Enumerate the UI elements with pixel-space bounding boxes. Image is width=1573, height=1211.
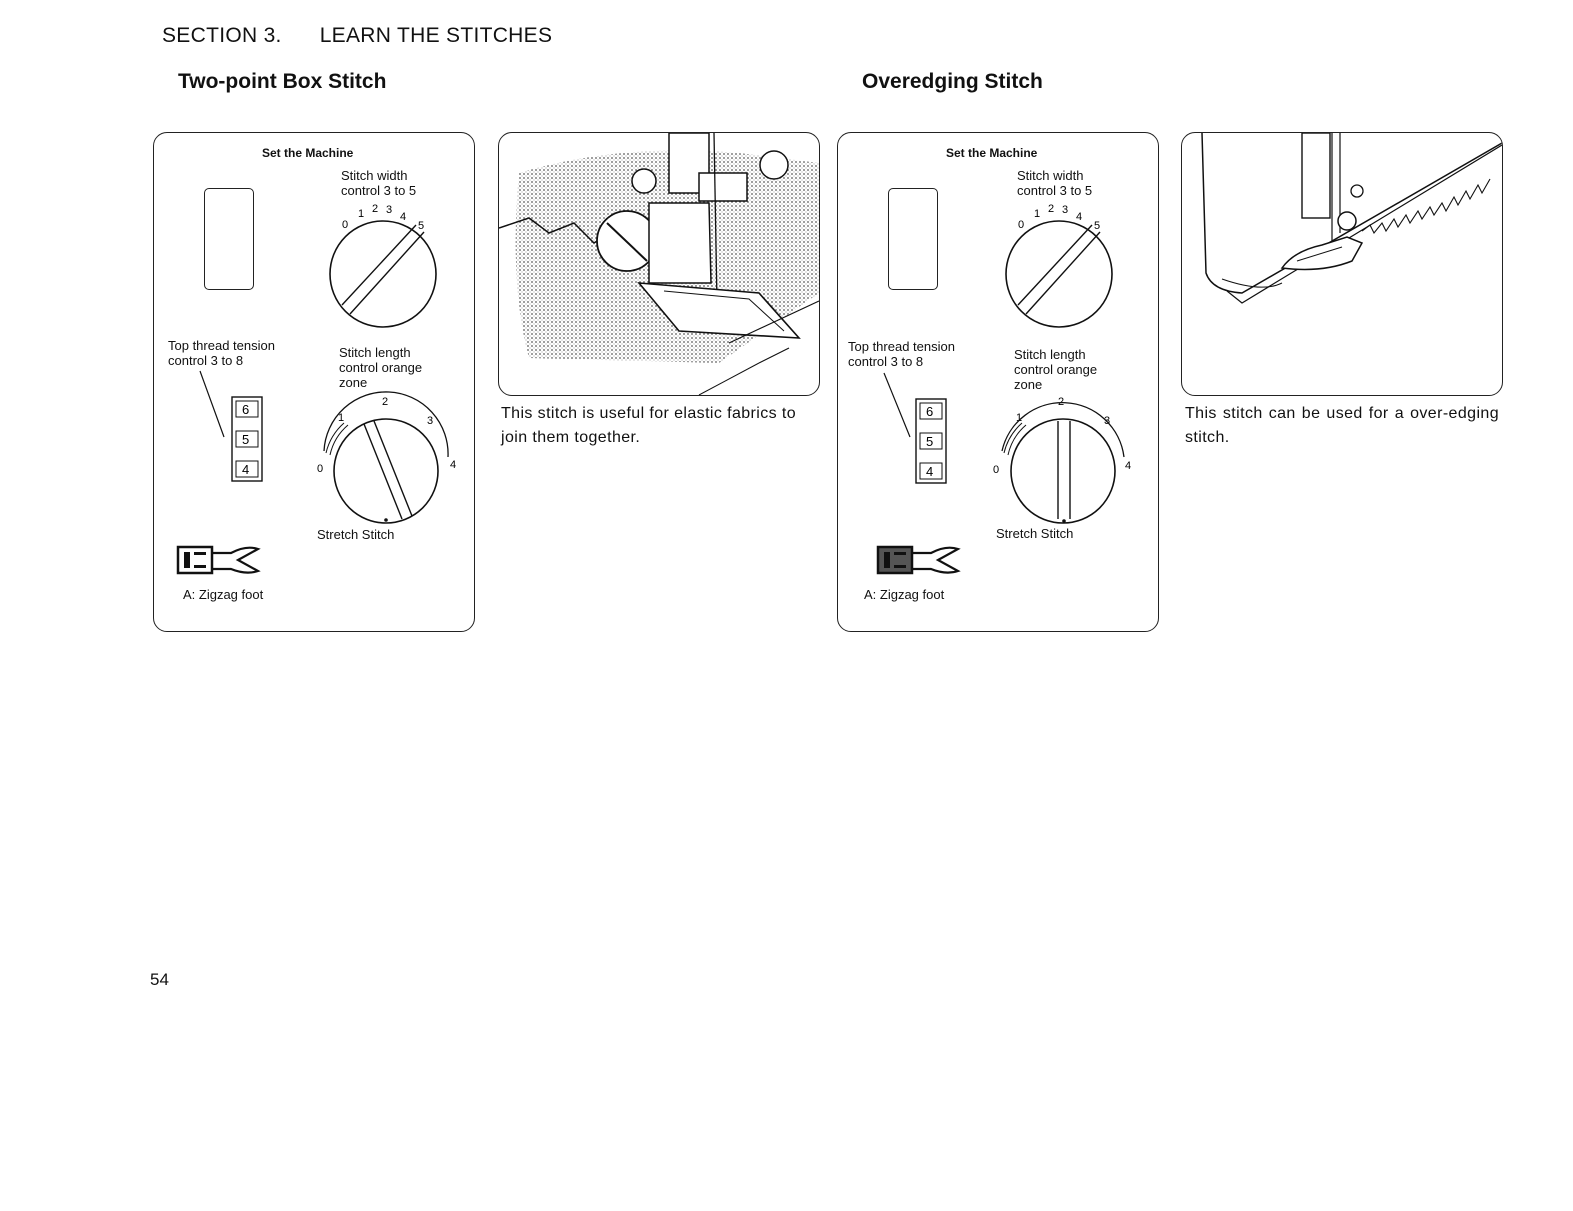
section-heading: SECTION 3. LEARN THE STITCHES bbox=[162, 24, 552, 48]
width-scale-1: 1 bbox=[1034, 208, 1040, 220]
zigzag-foot-icon bbox=[876, 545, 961, 575]
stitch-width-dial: 0 1 2 3 4 5 bbox=[329, 203, 437, 328]
set-machine-label: Set the Machine bbox=[262, 146, 354, 160]
zigzag-foot-label: A: Zigzag foot bbox=[864, 587, 945, 602]
tension-range: control 3 to 8 bbox=[848, 354, 924, 369]
stitch-length-dial: 1 2 3 0 4 bbox=[993, 396, 1131, 524]
section-title: LEARN THE STITCHES bbox=[319, 24, 553, 47]
section-number: SECTION 3. bbox=[162, 24, 282, 47]
width-scale-3: 3 bbox=[1062, 204, 1068, 216]
stitch-length-zone: control orange bbox=[1014, 362, 1098, 377]
stitch-width-dial: 0 1 2 3 4 5 bbox=[1005, 203, 1113, 328]
set-machine-label: Set the Machine bbox=[946, 146, 1038, 160]
pattern-window-icon bbox=[888, 188, 938, 290]
length-scale-2: 2 bbox=[1058, 396, 1064, 408]
tension-indicator: 6 5 4 bbox=[883, 372, 947, 484]
tension-mark-5: 5 bbox=[242, 432, 249, 447]
tension-range: control 3 to 8 bbox=[168, 353, 244, 368]
width-scale-4: 4 bbox=[400, 211, 406, 223]
tension-mark-4: 4 bbox=[242, 462, 249, 477]
left-settings-panel: Set the Machine Stitch width control 3 t… bbox=[153, 132, 475, 632]
tension-indicator: 6 5 4 bbox=[199, 370, 263, 482]
length-scale-3: 3 bbox=[427, 415, 433, 427]
width-scale-2: 2 bbox=[1048, 203, 1054, 215]
tension-mark-6: 6 bbox=[242, 402, 249, 417]
width-scale-5: 5 bbox=[1094, 220, 1100, 232]
length-scale-1: 1 bbox=[338, 412, 344, 424]
stitch-length-zone-word: zone bbox=[1014, 377, 1043, 392]
tension-mark-4: 4 bbox=[926, 464, 933, 479]
width-scale-2: 2 bbox=[372, 203, 378, 215]
tension-label: Top thread tension bbox=[168, 338, 275, 353]
overedging-description: This stitch can be used for a over-edgin… bbox=[1185, 405, 1499, 446]
pattern-window-icon bbox=[204, 188, 254, 290]
page-number: 54 bbox=[150, 970, 169, 989]
tension-label: Top thread tension bbox=[848, 339, 955, 354]
stitch-width-range: control 3 to 5 bbox=[1017, 183, 1093, 198]
length-scale-4: 4 bbox=[450, 459, 456, 471]
length-scale-1: 1 bbox=[1016, 412, 1022, 424]
zigzag-foot-icon bbox=[176, 545, 261, 575]
width-scale-0: 0 bbox=[342, 219, 348, 231]
zigzag-foot-label: A: Zigzag foot bbox=[183, 587, 264, 602]
width-scale-4: 4 bbox=[1076, 211, 1082, 223]
stitch-length-dial: 1 2 3 0 4 bbox=[317, 391, 456, 524]
length-scale-0: 0 bbox=[317, 463, 323, 475]
box-stitch-description: This stitch is useful for elastic fabric… bbox=[501, 405, 797, 446]
stitch-width-label: Stitch width bbox=[341, 168, 408, 183]
stitch-length-zone-word: zone bbox=[339, 375, 368, 390]
overedging-illustration bbox=[1181, 132, 1503, 396]
overedging-stitch-title: Overedging Stitch bbox=[862, 70, 1043, 93]
width-scale-0: 0 bbox=[1018, 219, 1024, 231]
box-stitch-illustration bbox=[498, 132, 820, 396]
width-scale-1: 1 bbox=[358, 208, 364, 220]
tension-mark-5: 5 bbox=[926, 434, 933, 449]
stitch-width-range: control 3 to 5 bbox=[341, 183, 417, 198]
width-scale-3: 3 bbox=[386, 204, 392, 216]
stitch-length-zone: control orange bbox=[339, 360, 423, 375]
length-scale-2: 2 bbox=[382, 396, 388, 408]
tension-mark-6: 6 bbox=[926, 404, 933, 419]
stitch-width-label: Stitch width bbox=[1017, 168, 1084, 183]
width-scale-5: 5 bbox=[418, 220, 424, 232]
two-point-box-stitch-title: Two-point Box Stitch bbox=[178, 70, 387, 93]
stitch-length-label: Stitch length bbox=[1014, 347, 1086, 362]
stretch-stitch-label: Stretch Stitch bbox=[317, 527, 395, 542]
right-settings-panel: Set the Machine Stitch width control 3 t… bbox=[837, 132, 1159, 632]
stitch-length-label: Stitch length bbox=[339, 345, 411, 360]
length-scale-0: 0 bbox=[993, 464, 999, 476]
stretch-stitch-label: Stretch Stitch bbox=[996, 526, 1074, 541]
length-scale-4: 4 bbox=[1125, 460, 1131, 472]
